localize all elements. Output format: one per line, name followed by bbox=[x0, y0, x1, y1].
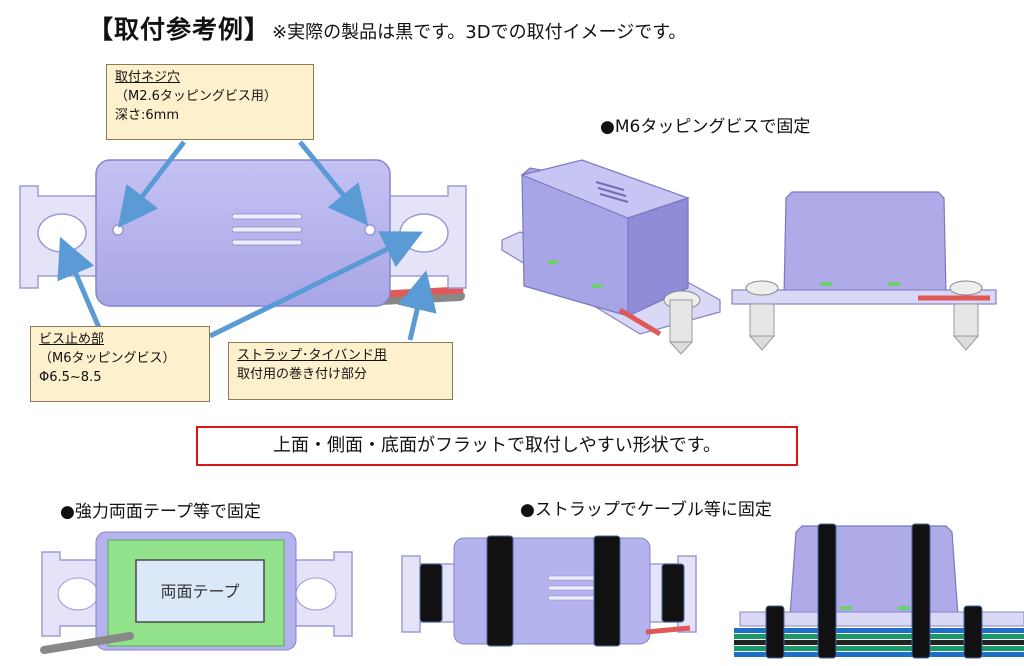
top-view-enclosure bbox=[19, 159, 467, 307]
strap-top-view bbox=[401, 535, 697, 647]
callout-arrows bbox=[57, 140, 437, 341]
section-m6-fix: ●M6タッピングビスで固定 bbox=[600, 117, 811, 137]
callout-strap-band-head: ストラップ･タイバンド用 bbox=[237, 348, 387, 363]
tape-view bbox=[40, 531, 353, 654]
callout-screw-hole: 取付ネジ穴 （M2.6タッピングビス用） 深さ:6mm bbox=[106, 64, 314, 140]
feature-banner: 上面・側面・底面がフラットで取付しやすい形状です。 bbox=[196, 426, 798, 466]
callout-screw-hole-line3: 深さ:6mm bbox=[115, 108, 179, 123]
page-title: 【取付参考例】 bbox=[88, 15, 271, 44]
callout-strap-band-line2: 取付用の巻き付け部分 bbox=[237, 367, 368, 382]
section-tape-fix: ●強力両面テープ等で固定 bbox=[60, 502, 261, 522]
callout-screw-stop-line3: Φ6.5~8.5 bbox=[39, 370, 102, 385]
callout-screw-stop-head: ビス止め部 bbox=[39, 332, 105, 347]
callout-screw-stop-line2: （M6タッピングビス） bbox=[39, 351, 176, 366]
isometric-view bbox=[501, 159, 721, 355]
callout-screw-stop: ビス止め部 （M6タッピングビス） Φ6.5~8.5 bbox=[30, 326, 210, 402]
title-note: ※実際の製品は黒です。3Dでの取付イメージです。 bbox=[272, 22, 687, 43]
section-strap-fix: ●ストラップでケーブル等に固定 bbox=[520, 500, 772, 520]
callout-screw-hole-head: 取付ネジ穴 bbox=[115, 70, 181, 85]
callout-strap-band: ストラップ･タイバンド用 取付用の巻き付け部分 bbox=[228, 342, 453, 400]
callout-screw-hole-line2: （M2.6タッピングビス用） bbox=[115, 89, 277, 104]
strap-side-view bbox=[734, 523, 1024, 659]
tape-label: 両面テープ bbox=[160, 582, 239, 601]
side-view bbox=[731, 191, 997, 351]
